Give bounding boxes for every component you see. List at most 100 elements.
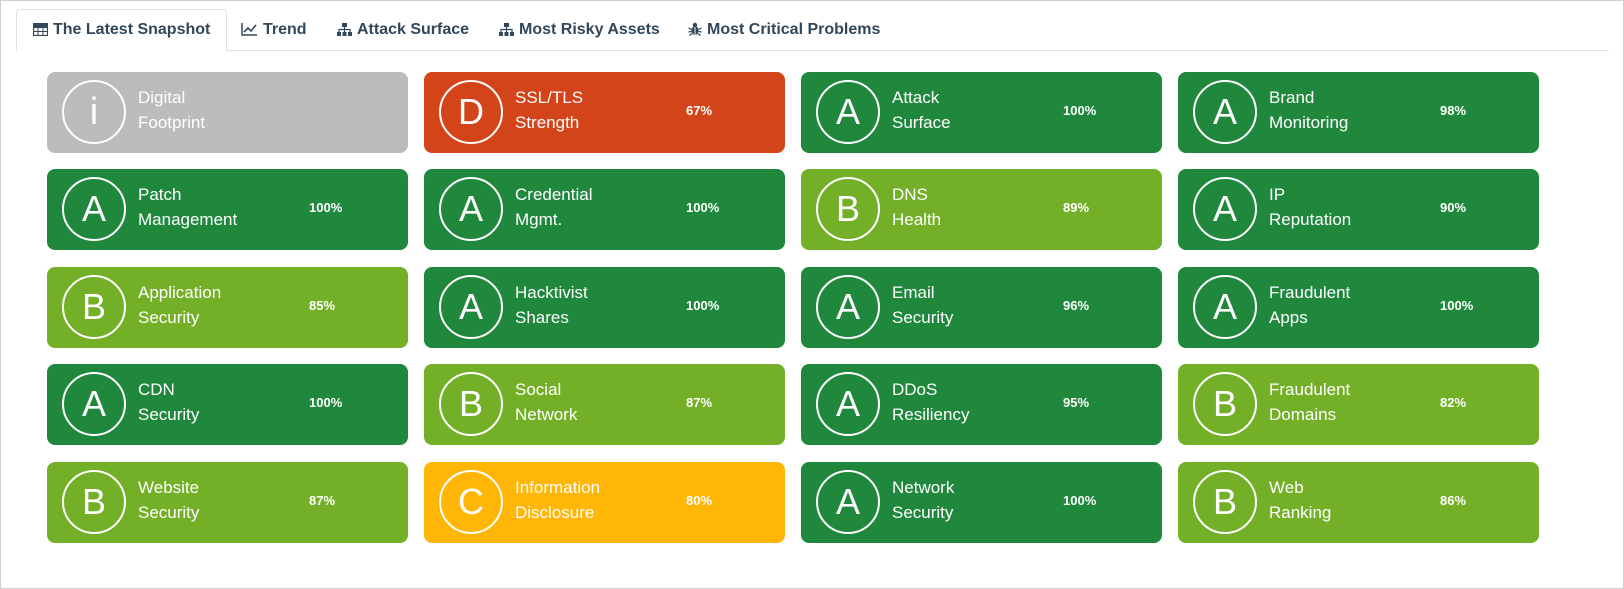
- tab-latest-snapshot[interactable]: The Latest Snapshot: [16, 9, 228, 52]
- tab-label: Attack Surface: [357, 21, 470, 38]
- tab-bar: The Latest Snapshot Trend Attack Surface…: [16, 9, 1609, 52]
- grade-circle: A: [816, 80, 880, 144]
- card-score: 89%: [1063, 200, 1090, 215]
- card-score: 100%: [309, 200, 343, 215]
- card-title: SSL/TLS Strength: [515, 85, 675, 135]
- card-title-line: Credential: [515, 185, 593, 204]
- score-card[interactable]: D SSL/TLS Strength 67%: [424, 72, 785, 153]
- card-title-line: Website: [138, 478, 200, 497]
- card-title-line: SSL/TLS: [515, 88, 584, 107]
- card-title-line: Fraudulent: [1269, 380, 1351, 399]
- card-title-line: Resiliency: [892, 405, 970, 424]
- grade-circle: i: [62, 80, 126, 144]
- tab-attack-surface[interactable]: Attack Surface: [320, 9, 486, 51]
- score-card[interactable]: A DDoS Resiliency 95%: [801, 364, 1162, 445]
- grade-circle: A: [816, 372, 880, 436]
- grade-circle: B: [1193, 470, 1257, 534]
- card-title-line: Surface: [892, 113, 951, 132]
- card-title-line: Application: [138, 283, 222, 302]
- card-title-line: Fraudulent: [1269, 283, 1351, 302]
- tab-trend[interactable]: Trend: [224, 9, 324, 51]
- card-title-line: Domains: [1269, 405, 1337, 424]
- card-title-line: Mgmt.: [515, 210, 563, 229]
- grade-circle: A: [816, 470, 880, 534]
- card-score: 87%: [309, 493, 336, 508]
- tab-label: Trend: [263, 21, 307, 38]
- grade-circle: A: [1193, 80, 1257, 144]
- card-score: 82%: [1440, 395, 1467, 410]
- grade-circle: B: [62, 275, 126, 339]
- card-title-line: Information: [515, 478, 601, 497]
- card-score: 98%: [1440, 103, 1467, 118]
- card-score: 90%: [1440, 200, 1467, 215]
- card-title-line: Disclosure: [515, 503, 595, 522]
- grade-circle: A: [439, 275, 503, 339]
- card-title-line: Strength: [515, 113, 580, 132]
- tab-most-risky-assets[interactable]: Most Risky Assets: [482, 9, 677, 51]
- card-title-line: Security: [138, 405, 200, 424]
- card-title-line: Email: [892, 283, 935, 302]
- card-title-line: Hacktivist: [515, 283, 588, 302]
- grade-circle: A: [439, 177, 503, 241]
- card-title-line: Network: [515, 405, 578, 424]
- grade-circle: B: [62, 470, 126, 534]
- sitemap-icon: [499, 23, 514, 36]
- card-title-line: Attack: [892, 88, 940, 107]
- card-title-line: Health: [892, 210, 942, 229]
- card-score: 100%: [686, 298, 720, 313]
- card-title-line: Security: [138, 308, 200, 327]
- grade-circle: A: [1193, 275, 1257, 339]
- card-title: DDoS Resiliency: [892, 377, 1052, 427]
- card-title-line: Security: [892, 308, 954, 327]
- card-score: 85%: [309, 298, 336, 313]
- card-title-line: DDoS: [892, 380, 938, 399]
- card-score: 95%: [1063, 395, 1090, 410]
- tab-most-critical-problems[interactable]: Most Critical Problems: [671, 9, 897, 51]
- line-chart-icon: [241, 23, 258, 36]
- tab-label: Most Critical Problems: [707, 21, 881, 38]
- card-title-line: Monitoring: [1269, 113, 1349, 132]
- tab-label: The Latest Snapshot: [53, 21, 211, 38]
- grade-circle: B: [1193, 372, 1257, 436]
- card-title-line: Social: [515, 380, 562, 399]
- grade-circle: D: [439, 80, 503, 144]
- card-score: 96%: [1063, 298, 1090, 313]
- card-score: 67%: [686, 103, 713, 118]
- sitemap-icon: [337, 23, 352, 36]
- card-title-line: Network: [892, 478, 955, 497]
- tab-label: Most Risky Assets: [519, 21, 660, 38]
- grade-circle: A: [62, 177, 126, 241]
